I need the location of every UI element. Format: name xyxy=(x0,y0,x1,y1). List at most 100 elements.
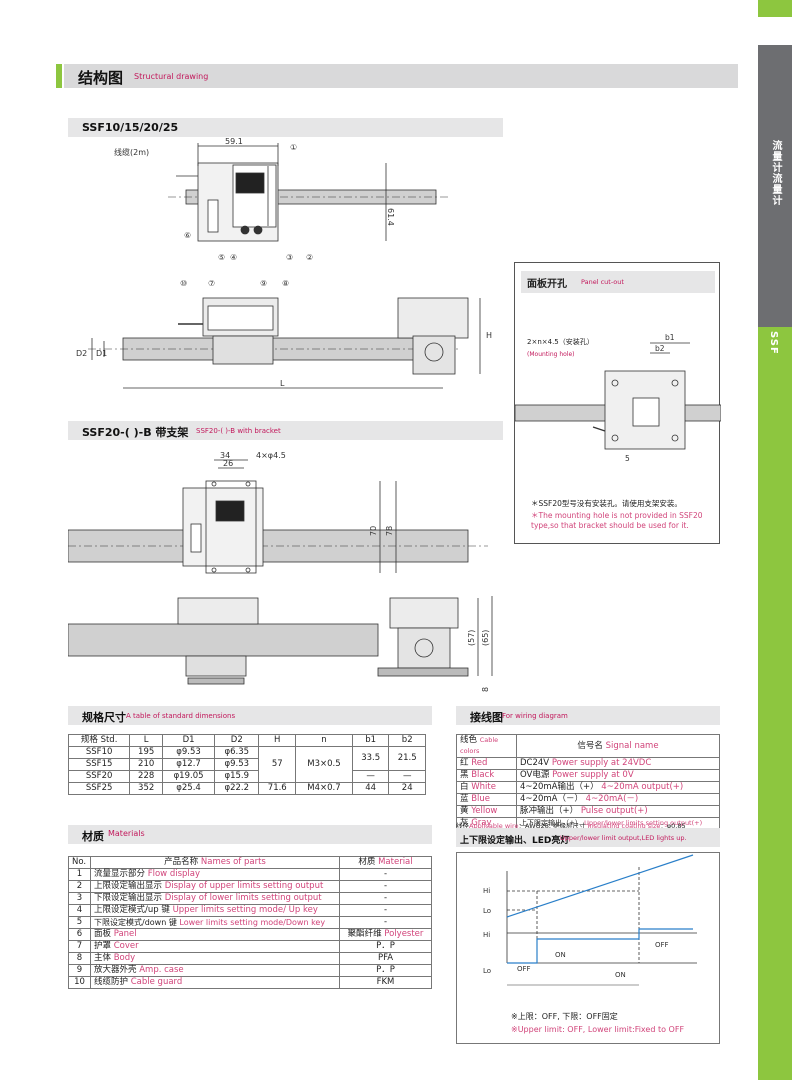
wiring-title-bar: 接线图 For wiring diagram xyxy=(456,706,720,725)
dim-height: 61.4 xyxy=(386,208,395,226)
spec-cell: 210 xyxy=(129,758,164,771)
mat-no: 4 xyxy=(68,904,91,917)
mat-name-en: Display of upper limits setting output xyxy=(164,881,324,891)
state-on-1: ON xyxy=(555,951,566,959)
spec-header: D1 xyxy=(162,734,216,747)
dim-l: L xyxy=(280,379,285,388)
mat-no: 2 xyxy=(68,880,91,893)
wire-color: 灰 xyxy=(460,818,469,828)
limit-title: 上下限设定输出、LED亮灯 xyxy=(460,836,570,846)
mat-name-en: Panel xyxy=(113,929,137,939)
mat-value: - xyxy=(339,916,432,929)
material-title: 材质 xyxy=(82,830,104,843)
header-accent xyxy=(56,64,62,88)
panel-hole-sub: (Mounting hole) xyxy=(527,351,575,358)
mat-name-en: Cover xyxy=(113,941,139,951)
spec-cell: φ9.53 xyxy=(162,746,216,759)
panel-hole-label: 2×n×4.5（安装孔） xyxy=(527,338,594,346)
spec-cell: 44 xyxy=(351,782,390,795)
spec-cell-h: 57 xyxy=(258,746,297,783)
mat-name: 下限设定模式/down 键 xyxy=(94,918,177,927)
dim-h: H xyxy=(486,331,492,340)
spec-cell: SSF25 xyxy=(67,782,131,795)
spec-cell-n: M3×0.5 xyxy=(295,746,353,783)
state-on-2: ON xyxy=(615,971,626,979)
mat-value: PFA xyxy=(339,952,432,965)
drawing2-title: SSF20-( )-B 带支架 xyxy=(82,426,189,439)
spec-cell: M4×0.7 xyxy=(295,782,353,795)
mat-no: 5 xyxy=(68,916,91,929)
axis-lo-2: Lo xyxy=(483,967,491,975)
wire-signal-en: Power supply at 24VDC xyxy=(551,758,652,768)
side-tab-flowmeter[interactable]: 流量计流量计 xyxy=(758,45,792,327)
wiring-subtitle: For wiring diagram xyxy=(502,712,568,720)
mat-value: FKM xyxy=(339,976,432,989)
spec-title-bar: 规格尺寸 A table of standard dimensions xyxy=(68,706,432,725)
wire-color: 黄 xyxy=(460,806,469,816)
wire-signal-en: 4~20mA(－) xyxy=(585,794,639,804)
wiring-note-cn: 线径 xyxy=(456,822,469,830)
mat-name: 面板 xyxy=(94,929,112,939)
mat-value: 聚酯纤维 xyxy=(347,929,382,939)
callout-4: ④ xyxy=(230,253,237,262)
wire-color-en: Black xyxy=(471,770,495,780)
spec-header: n xyxy=(295,734,353,747)
panel-svg: b1 b2 5 xyxy=(515,333,721,463)
mat-value: P．P xyxy=(339,940,432,953)
callout-6: ⑥ xyxy=(184,231,191,240)
wire-color-en: Gray xyxy=(471,818,492,828)
mat-name: 护罩 xyxy=(94,941,112,951)
callout-2: ② xyxy=(306,253,313,262)
mat-name-en: Flow display xyxy=(147,869,201,879)
wire-signal: 4~20mA（－） xyxy=(520,794,583,804)
mat-name: 上限设定输出显示 xyxy=(94,881,163,891)
callout-9: ⑨ xyxy=(260,279,267,288)
spec-header: D2 xyxy=(214,734,260,747)
wiring-title: 接线图 xyxy=(470,711,503,724)
header-bar: 结构图 Structural drawing xyxy=(64,64,738,88)
wiring-note-end: ：φ0.85 xyxy=(660,822,686,830)
upper-output-line xyxy=(507,928,693,964)
wiring-note-rest: ：AWG28, 绝缘层尺寸 xyxy=(518,822,586,830)
spec-header: L xyxy=(129,734,164,747)
callout-10: ⑩ xyxy=(180,279,187,288)
callout-8: ⑧ xyxy=(282,279,289,288)
wire-signal: 上下限定输出（+） xyxy=(520,819,582,827)
dim-57: (57) xyxy=(467,630,476,646)
callout-3: ③ xyxy=(286,253,293,262)
side-tab-top xyxy=(758,0,792,17)
panel-subtitle: Panel cut-out xyxy=(581,278,624,286)
panel-dim-b1: b1 xyxy=(665,333,675,342)
material-title-bar: 材质 Materials xyxy=(68,825,432,844)
mat-header-mat: 材质 xyxy=(358,857,376,867)
mat-no: 10 xyxy=(68,976,91,989)
dim-78: 78 xyxy=(385,526,394,536)
state-off-2: OFF xyxy=(517,965,531,973)
wire-color-en: Red xyxy=(471,758,488,768)
drawing1-svg: 线缆(2m) 59.1 61.4 H L D2 D1 ① ② ③ ④ ⑤ ⑥ ⑦… xyxy=(76,138,492,389)
mat-value: - xyxy=(339,880,432,893)
wire-signal: 4~20mA输出（+） xyxy=(520,782,599,792)
side-tab-ssf[interactable]: SSF xyxy=(758,327,792,1080)
spec-cell: φ25.4 xyxy=(162,782,216,795)
callout-1: ① xyxy=(290,143,297,152)
wire-signal-en: Power supply at 0V xyxy=(552,770,634,780)
mat-no: 3 xyxy=(68,892,91,905)
wire-color: 蓝 xyxy=(460,794,469,804)
mat-name: 流量显示部分 xyxy=(94,869,146,879)
mat-value: P．P xyxy=(339,964,432,977)
spec-header: b2 xyxy=(388,734,426,747)
wire-signal-en: Upper/lower limits setting output(+) xyxy=(584,819,703,827)
